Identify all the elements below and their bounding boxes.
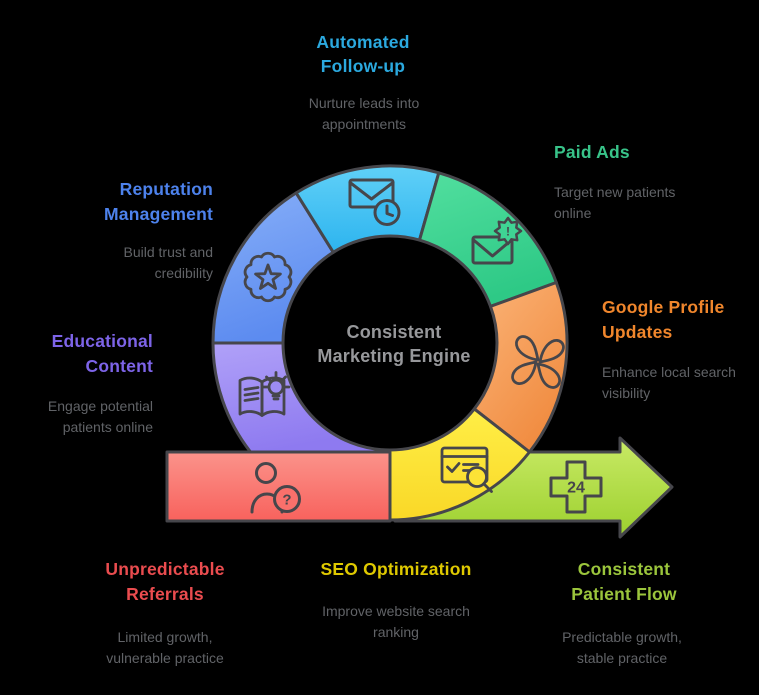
referrals-bar <box>165 450 392 523</box>
pinwheel-icon <box>511 335 565 389</box>
seo-optimization-title: SEO Optimization <box>320 559 472 579</box>
google-profile-updates-title: Google Profile Updates <box>602 297 725 342</box>
person-question-icon: ? <box>250 462 301 514</box>
segment-automated-follow-up <box>294 164 441 254</box>
educational-content-title: Educational Content <box>51 331 153 376</box>
educational-content-desc: Engage potential patients online <box>47 398 153 435</box>
mail-alert-icon: ! <box>471 216 523 265</box>
consistent-patient-flow-desc: Predictable growth, stable practice <box>562 629 682 666</box>
mail-clock-icon <box>348 178 401 226</box>
segment-paid-ads <box>418 171 558 308</box>
consistent-patient-flow-title: Consistent Patient Flow <box>571 559 677 604</box>
badge-star-icon <box>243 251 293 303</box>
seo-optimization-desc: Improve website search ranking <box>322 603 470 640</box>
paid-ads-title: Paid Ads <box>554 142 630 162</box>
svg-text:24: 24 <box>567 480 585 497</box>
center-hub-label: Consistent Marketing Engine <box>317 322 471 366</box>
cross-24-icon: 24 <box>549 460 603 514</box>
automated-follow-up-title: Automated Follow-up <box>316 32 410 76</box>
unpredictable-referrals-desc: Limited growth, vulnerable practice <box>106 629 224 666</box>
browser-search-icon <box>440 446 493 493</box>
unpredictable-referrals-title: Unpredictable Referrals <box>105 559 225 604</box>
book-lightbulb-icon <box>238 371 291 417</box>
segment-educational-content <box>211 341 392 454</box>
paid-ads-desc: Target new patients online <box>554 184 676 221</box>
svg-text:!: ! <box>506 225 510 239</box>
segment-reputation-management <box>211 191 335 345</box>
automated-follow-up-desc: Nurture leads into appointments <box>308 95 420 132</box>
google-profile-updates-desc: Enhance local search visibility <box>602 364 736 401</box>
reputation-management-title: Reputation Management <box>104 179 213 224</box>
reputation-management-desc: Build trust and credibility <box>123 244 214 281</box>
svg-text:?: ? <box>282 492 291 509</box>
